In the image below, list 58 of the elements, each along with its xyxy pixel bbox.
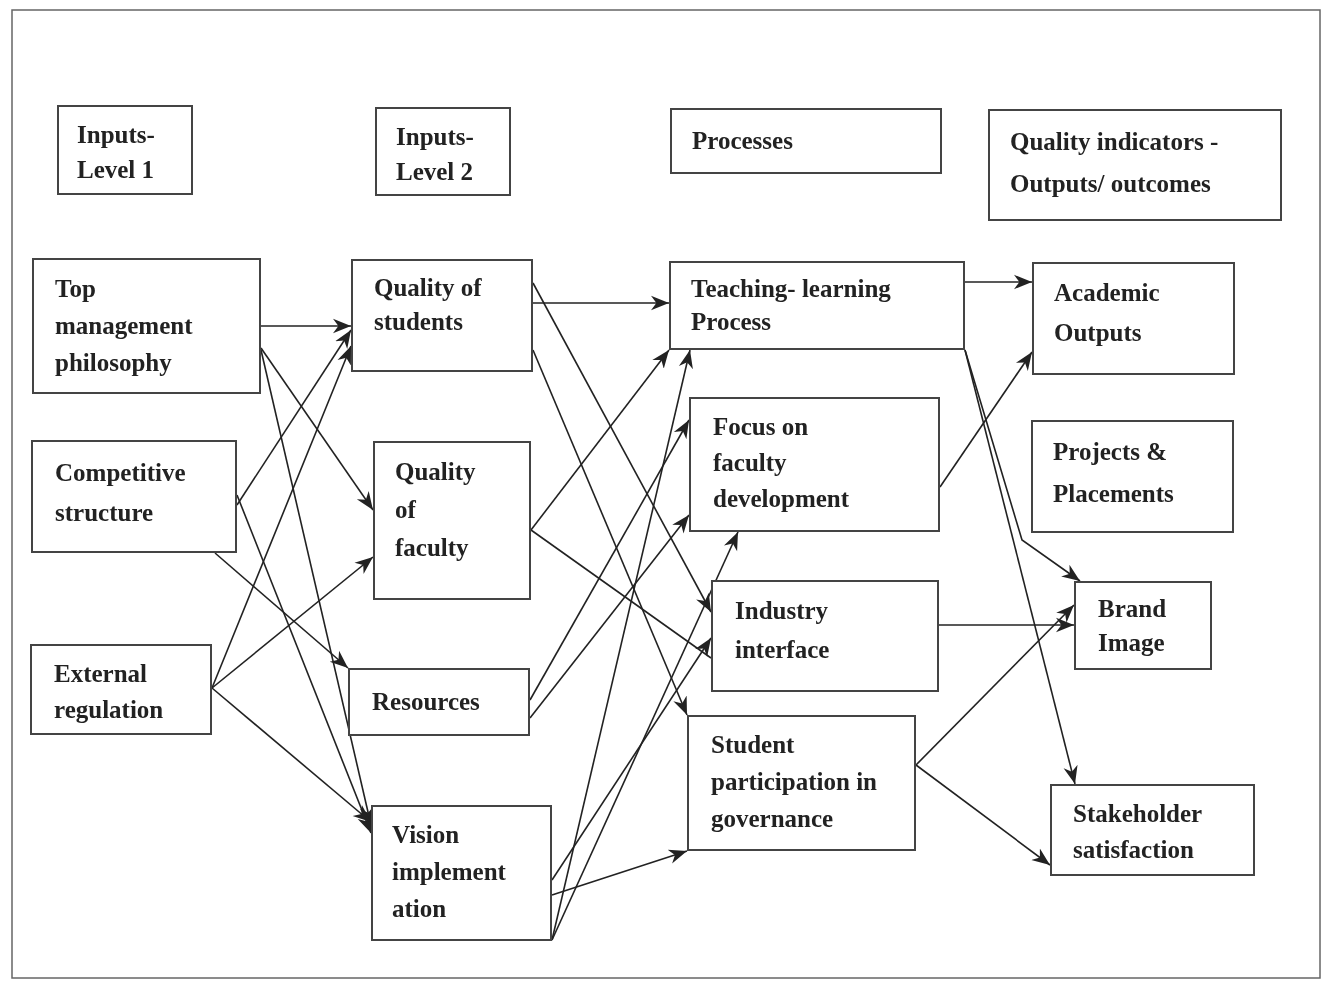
factor-label: Academic Outputs bbox=[1054, 278, 1161, 348]
arrow bbox=[532, 282, 712, 613]
arrow bbox=[211, 556, 374, 689]
factor-label: Stakeholder satisfaction bbox=[1073, 799, 1203, 865]
factor-label: Quality of students bbox=[374, 273, 483, 337]
arrow bbox=[915, 764, 1051, 866]
column-header-box bbox=[988, 109, 1282, 221]
factor-label: Vision implement ation bbox=[392, 820, 507, 924]
arrow bbox=[939, 351, 1033, 488]
arrow bbox=[551, 637, 712, 881]
arrow bbox=[214, 552, 349, 669]
factor-box bbox=[1050, 784, 1255, 876]
arrow bbox=[529, 514, 690, 719]
arrow bbox=[551, 849, 688, 896]
factor-label: Teaching- learning Process bbox=[691, 274, 892, 337]
column-heading: Processes bbox=[692, 126, 793, 156]
factor-label: External regulation bbox=[54, 659, 165, 725]
factor-label: Projects & Placements bbox=[1053, 437, 1175, 509]
factor-box bbox=[348, 668, 530, 736]
column-header-box bbox=[375, 107, 511, 196]
factor-label: Competitive structure bbox=[55, 458, 187, 528]
column-heading: Quality indicators - Outputs/ outcomes bbox=[1010, 127, 1220, 199]
factor-label: Quality of faculty bbox=[395, 457, 477, 563]
column-header-box bbox=[670, 108, 942, 174]
arrow bbox=[964, 349, 1081, 582]
arrow bbox=[964, 349, 1078, 785]
factor-label: Resources bbox=[372, 687, 480, 717]
factor-label: Focus on faculty development bbox=[713, 412, 851, 514]
factor-box bbox=[373, 441, 531, 600]
factor-box bbox=[351, 259, 533, 372]
column-heading: Inputs- Level 2 bbox=[396, 122, 475, 187]
factor-box bbox=[711, 580, 939, 692]
factor-box bbox=[689, 397, 940, 532]
arrow bbox=[260, 347, 374, 511]
arrow bbox=[915, 604, 1075, 766]
factor-label: Industry interface bbox=[735, 596, 831, 665]
factor-box bbox=[371, 805, 552, 941]
factor-box bbox=[687, 715, 916, 851]
arrow bbox=[551, 531, 739, 941]
factor-box bbox=[1032, 262, 1235, 375]
factor-box bbox=[32, 258, 261, 394]
factor-label: Brand Image bbox=[1098, 594, 1168, 658]
factor-label: Student participation in governance bbox=[711, 730, 878, 834]
factor-box bbox=[669, 261, 965, 350]
column-heading: Inputs- Level 1 bbox=[77, 120, 156, 185]
factor-box bbox=[30, 644, 212, 735]
arrow bbox=[529, 419, 690, 701]
factor-box bbox=[1031, 420, 1234, 533]
arrow bbox=[236, 329, 352, 506]
arrow bbox=[530, 349, 670, 531]
arrow bbox=[532, 295, 670, 311]
factor-box bbox=[1074, 581, 1212, 670]
factor-label: Top management philosophy bbox=[55, 274, 194, 378]
column-header-box bbox=[57, 105, 193, 195]
arrow bbox=[938, 617, 1075, 633]
arrow bbox=[260, 318, 352, 334]
arrow bbox=[964, 274, 1033, 290]
factor-box bbox=[31, 440, 237, 553]
